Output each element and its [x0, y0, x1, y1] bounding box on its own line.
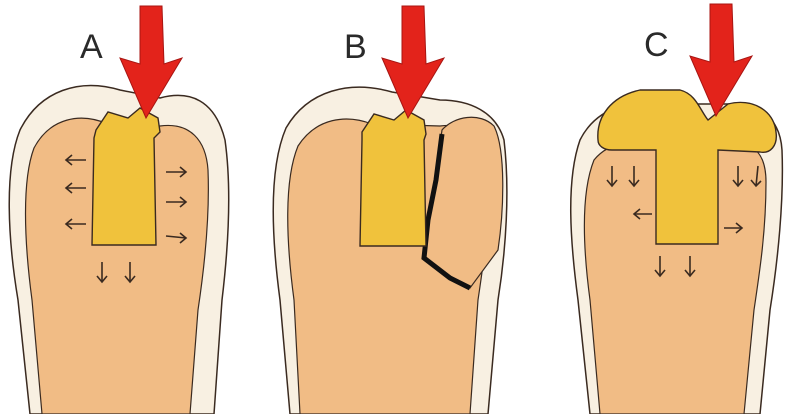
panel-label-a: A — [80, 28, 103, 66]
panel-label-b: B — [344, 28, 367, 66]
panel-b: B — [273, 6, 507, 414]
inlay-b — [360, 110, 426, 246]
panel-c: C — [571, 4, 783, 414]
load-arrow-c — [690, 4, 752, 116]
panel-a: A — [9, 6, 228, 414]
panel-label-c: C — [644, 26, 669, 64]
inlay-a — [92, 108, 160, 245]
